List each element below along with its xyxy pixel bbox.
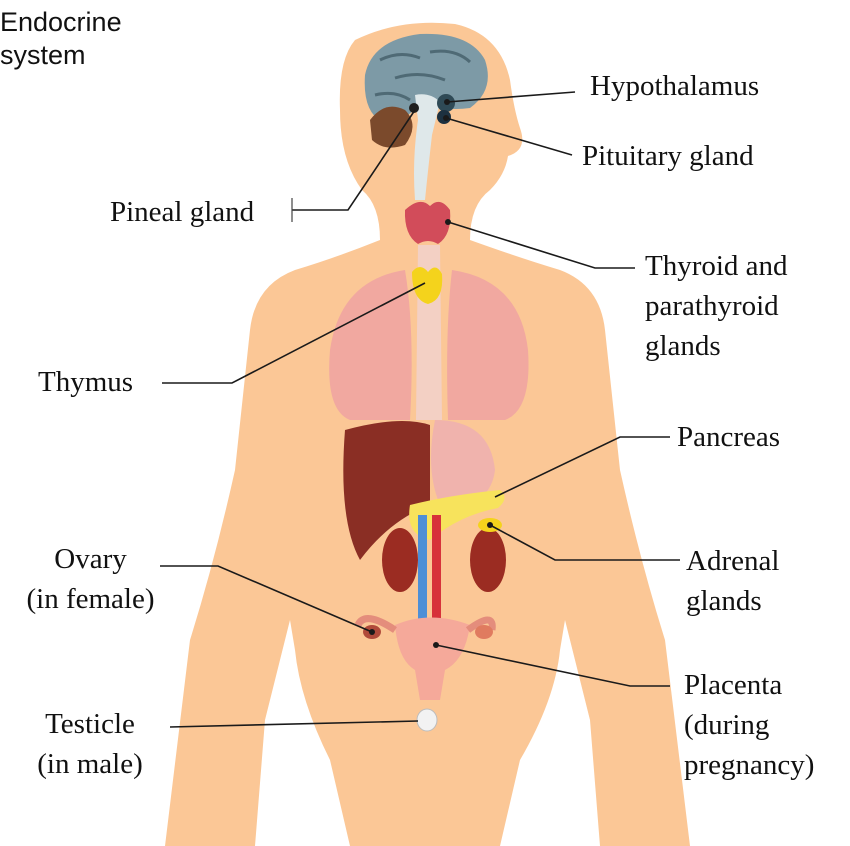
label-line: Pineal gland bbox=[110, 196, 255, 228]
label-hypothalamus: Hypothalamus bbox=[590, 66, 759, 106]
label-line: Thymus bbox=[38, 366, 134, 398]
label-line: pregnancy) bbox=[684, 749, 815, 781]
title-line-1: Endocrine bbox=[0, 7, 122, 37]
pineal-gland bbox=[409, 103, 419, 113]
label-line: Placenta bbox=[684, 669, 783, 701]
dot-ovary bbox=[369, 629, 375, 635]
label-ovary: Ovary (in female) bbox=[8, 539, 173, 619]
cerebrum bbox=[364, 33, 488, 125]
dot-pituitary bbox=[443, 115, 449, 121]
leader-pituitary bbox=[445, 117, 573, 156]
right-fallopian-tube bbox=[465, 616, 496, 633]
label-line: (during bbox=[684, 709, 770, 741]
label-placenta: Placenta (during pregnancy) bbox=[684, 665, 814, 785]
label-line: glands bbox=[686, 585, 762, 617]
vena-cava bbox=[418, 515, 427, 635]
label-line: (in male) bbox=[37, 748, 143, 780]
brain-folds bbox=[374, 49, 472, 102]
brainstem bbox=[414, 94, 440, 200]
leader-lines bbox=[160, 91, 680, 728]
liver bbox=[343, 421, 430, 560]
label-line: Pituitary gland bbox=[582, 140, 754, 172]
leader-adrenal bbox=[489, 524, 680, 561]
label-testicle: Testicle (in male) bbox=[30, 704, 150, 784]
leader-hypothalamus bbox=[446, 91, 576, 103]
right-kidney bbox=[470, 528, 506, 592]
label-adrenal: Adrenal glands bbox=[686, 541, 779, 621]
aorta bbox=[432, 515, 441, 635]
label-line: Thyroid and bbox=[645, 250, 788, 282]
label-line: Pancreas bbox=[677, 421, 781, 453]
label-line: parathyroid bbox=[645, 290, 779, 322]
thymus-gland bbox=[412, 267, 443, 304]
brain bbox=[364, 33, 488, 200]
leader-thymus bbox=[162, 282, 426, 384]
stomach bbox=[431, 420, 495, 506]
label-thymus: Thymus bbox=[38, 362, 133, 402]
dot-thyroid bbox=[445, 219, 451, 225]
cerebellum bbox=[370, 106, 413, 148]
ovary-gland-right bbox=[475, 625, 493, 639]
dot-adrenal bbox=[487, 522, 493, 528]
dot-placenta bbox=[433, 642, 439, 648]
label-pineal: Pineal gland bbox=[110, 192, 254, 232]
label-pancreas: Pancreas bbox=[677, 417, 780, 457]
leader-thyroid bbox=[447, 221, 635, 269]
uterus bbox=[395, 617, 470, 700]
label-line: glands bbox=[645, 330, 721, 362]
leader-testicle bbox=[169, 720, 419, 728]
leader-pancreas bbox=[494, 436, 670, 498]
label-line: Ovary bbox=[54, 543, 127, 575]
left-kidney bbox=[382, 528, 418, 592]
dot-hypothalamus bbox=[444, 99, 450, 105]
label-line: (in female) bbox=[26, 583, 155, 615]
leader-pineal bbox=[292, 109, 416, 211]
thyroid-gland bbox=[404, 201, 451, 244]
label-line: Adrenal bbox=[686, 545, 780, 577]
title-line-2: system bbox=[0, 40, 86, 70]
diagram-title: Endocrine system bbox=[0, 6, 122, 72]
right-lung bbox=[447, 270, 529, 420]
label-thyroid: Thyroid and parathyroid glands bbox=[645, 246, 788, 366]
label-pituitary: Pituitary gland bbox=[582, 136, 754, 176]
leader-placenta bbox=[435, 644, 670, 687]
testicle-gland bbox=[416, 708, 438, 732]
left-fallopian-tube bbox=[354, 615, 397, 633]
leader-ovary bbox=[160, 565, 373, 633]
label-line: Testicle bbox=[45, 708, 135, 740]
left-lung bbox=[329, 270, 412, 420]
label-line: Hypothalamus bbox=[590, 70, 760, 102]
